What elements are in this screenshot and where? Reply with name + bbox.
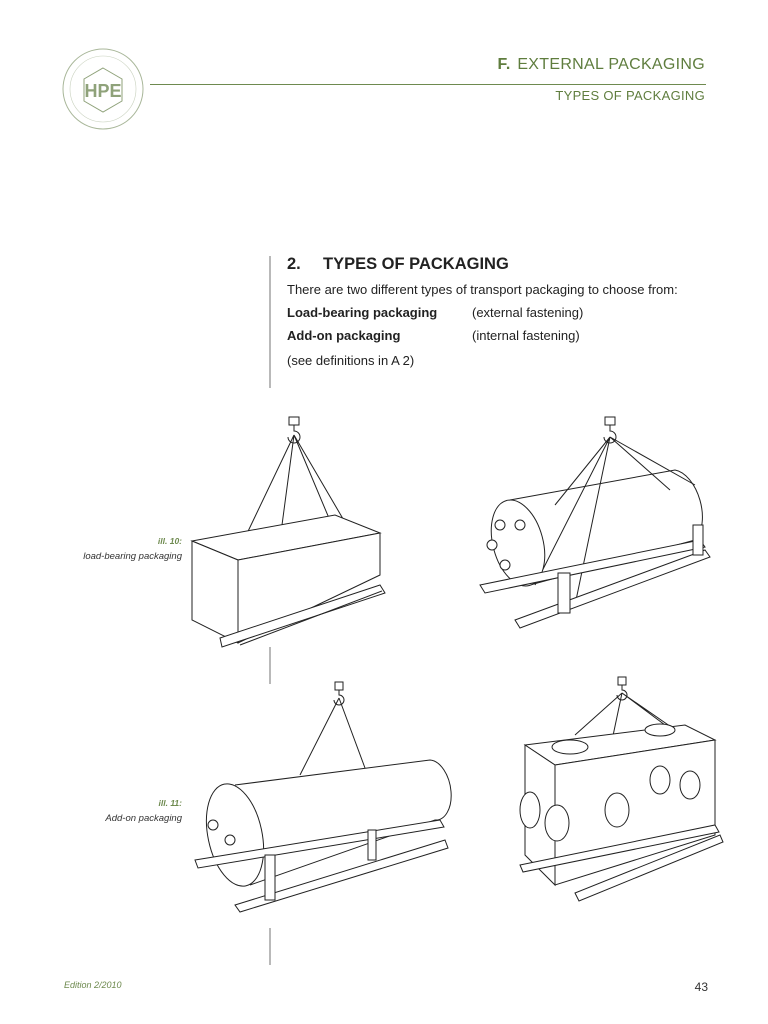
margin-bar	[269, 647, 271, 684]
section-letter: F.	[497, 56, 511, 73]
header-rule	[150, 84, 706, 85]
type-term: Load-bearing packaging	[287, 305, 438, 320]
crate-hoist-illustration	[180, 415, 400, 655]
type-description: (internal fastening)	[472, 328, 580, 343]
margin-bar	[269, 256, 271, 388]
heading-number: 2.	[287, 255, 301, 273]
section-title: F. EXTERNAL PACKAGING	[498, 56, 705, 74]
logo-text: HPE	[84, 81, 121, 101]
intro-text: There are two different types of transpo…	[287, 282, 678, 297]
section-subtitle: TYPES OF PACKAGING	[555, 88, 705, 103]
heading-text: TYPES OF PACKAGING	[323, 255, 509, 273]
addon-box-illustration	[515, 675, 725, 905]
page-number: 43	[694, 980, 708, 994]
addon-cylinder-illustration	[190, 680, 450, 920]
type-description: (external fastening)	[472, 305, 584, 320]
section-title-text: EXTERNAL PACKAGING	[517, 56, 705, 73]
figure-label: ill. 11:	[158, 798, 182, 808]
cylinder-hoist-illustration	[470, 415, 720, 645]
figure-label: ill. 10:	[157, 536, 182, 546]
figure-caption: Add-on packaging	[105, 813, 182, 824]
figure-caption: load-bearing packaging	[83, 551, 182, 562]
definition-reference: (see definitions in A 2)	[287, 353, 415, 368]
type-term: Add-on packaging	[287, 328, 401, 343]
margin-bar	[269, 928, 271, 965]
hpe-logo: HPE	[62, 48, 144, 130]
footer-edition: Edition 2/2010	[64, 980, 122, 990]
section-heading: 2. TYPES OF PACKAGING	[287, 255, 509, 274]
